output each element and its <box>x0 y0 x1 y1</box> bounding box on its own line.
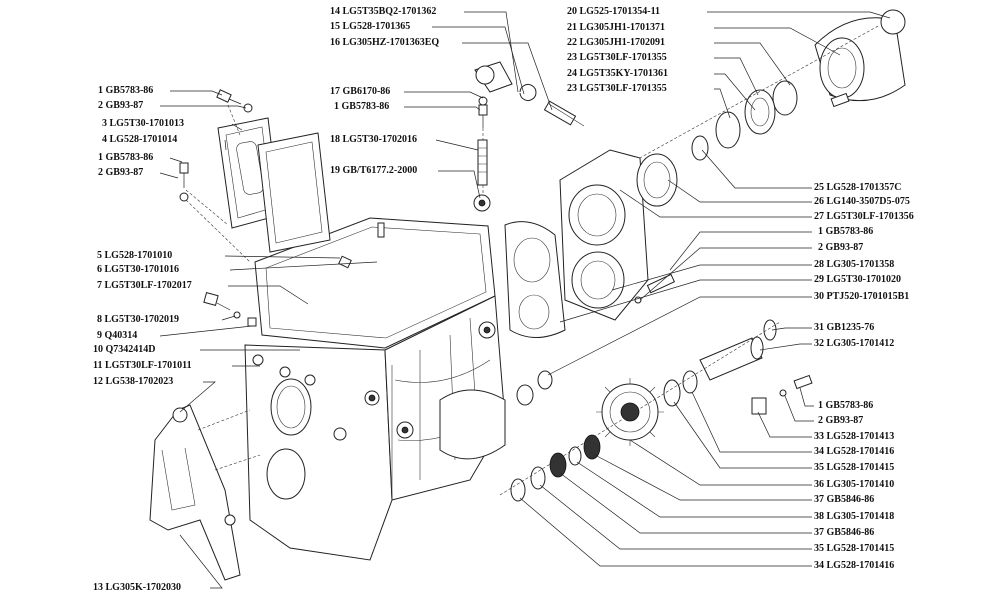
part-label: 13 LG305K-1702030 <box>93 582 182 593</box>
part-label: 3 LG5T30-1701013 <box>102 118 184 129</box>
output-flange-assembly <box>599 9 906 181</box>
part-label: 16 LG305HZ-1701363EQ <box>330 37 440 48</box>
part-label: 14 LG5T35BQ2-1701362 <box>330 6 437 17</box>
left-fasteners <box>179 89 385 327</box>
cover-gaskets <box>185 104 331 263</box>
part-label: 35 LG528-1701415 <box>814 543 895 554</box>
part-label: 2 GB93-87 <box>98 100 144 111</box>
part-label: 10 Q7342414D <box>93 344 156 355</box>
part-label: 21 LG305JH1-1701371 <box>567 22 666 33</box>
part-label: 1 GB5783-86 <box>98 85 154 96</box>
part-label: 37 GB5846-86 <box>814 494 875 505</box>
part-label: 2 GB93-87 <box>818 242 864 253</box>
bearing-cover <box>504 149 678 338</box>
part-label: 24 LG5T35KY-1701361 <box>567 68 669 79</box>
part-label: 27 LG5T30LF-1701356 <box>814 211 914 222</box>
part-label: 28 LG305-1701358 <box>814 259 895 270</box>
shift-fork-bracket <box>149 404 261 581</box>
part-label: 11 LG5T30LF-1701011 <box>93 360 192 371</box>
part-label: 23 LG5T30LF-1701355 <box>567 83 667 94</box>
part-label: 8 LG5T30-1702019 <box>97 314 179 325</box>
part-label: 1 GB5783-86 <box>98 152 154 163</box>
part-label: 33 LG528-1701413 <box>814 431 895 442</box>
part-label: 25 LG528-1701357C <box>814 182 902 193</box>
part-label: 12 LG538-1702023 <box>93 376 174 387</box>
gear <box>596 378 664 446</box>
part-label: 37 GB5846-86 <box>814 527 875 538</box>
part-label: 18 LG5T30-1702016 <box>330 134 417 145</box>
center-top-parts <box>473 61 585 212</box>
part-label: 38 LG305-1701418 <box>814 511 895 522</box>
part-label: 30 PTJ520-1701015B1 <box>814 291 910 302</box>
gearbox-housing <box>244 217 506 561</box>
part-label: 15 LG528-1701365 <box>330 21 411 32</box>
part-label: 2 GB93-87 <box>98 167 144 178</box>
part-label: 29 LG5T30-1701020 <box>814 274 901 285</box>
part-label: 7 LG5T30LF-1702017 <box>97 280 192 291</box>
part-label: 26 LG140-3507D5-075 <box>814 196 910 207</box>
part-label: 20 LG525-1701354-11 <box>567 6 661 17</box>
part-label: 34 LG528-1701416 <box>814 560 895 571</box>
part-label: 4 LG528-1701014 <box>102 134 178 145</box>
part-label: 35 LG528-1701415 <box>814 462 895 473</box>
part-label: 36 LG305-1701410 <box>814 479 895 490</box>
part-label: 32 LG305-1701412 <box>814 338 895 349</box>
part-label: 6 LG5T30-1701016 <box>97 264 179 275</box>
gear-shaft-assembly <box>499 319 813 502</box>
part-label: 22 LG305JH1-1702091 <box>567 37 666 48</box>
part-label: 9 Q40314 <box>97 330 138 341</box>
part-label: 1 GB5783-86 <box>818 226 874 237</box>
part-label: 5 LG528-1701010 <box>97 250 173 261</box>
part-label: 19 GB/T6177.2-2000 <box>330 165 418 176</box>
part-label: 34 LG528-1701416 <box>814 446 895 457</box>
part-label: 31 GB1235-76 <box>814 322 875 333</box>
part-label: 1 GB5783-86 <box>334 101 390 112</box>
part-label: 17 GB6170-86 <box>330 86 391 97</box>
part-label: 1 GB5783-86 <box>818 400 874 411</box>
leader-lines <box>159 11 891 589</box>
part-label: 23 LG5T30LF-1701355 <box>567 52 667 63</box>
part-label: 2 GB93-87 <box>818 415 864 426</box>
